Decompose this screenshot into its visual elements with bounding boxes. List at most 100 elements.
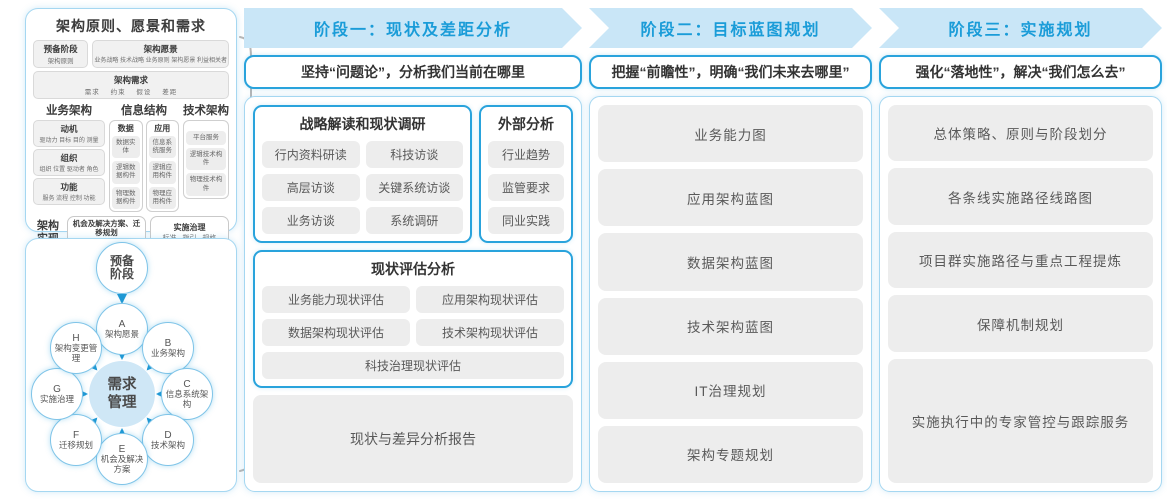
assessment-item: 业务能力现状评估	[262, 286, 410, 313]
prep-phase-title: 预备阶段	[43, 44, 78, 54]
deliverable-item: IT治理规划	[598, 361, 863, 419]
arch-requirement-title: 架构需求	[113, 75, 148, 85]
adm-node-a-vision: A 架构愿景	[96, 303, 148, 355]
adm-center-label: 需求管理	[107, 376, 137, 411]
external-analysis-box: 外部分析 行业趋势 监管要求 同业实践	[479, 105, 573, 243]
phase1-panel: 战略解读和现状调研 行内资料研读 科技访谈 高层访谈 关键系统访谈 业务访谈 系…	[244, 96, 582, 492]
external-item: 行业趋势	[488, 141, 564, 168]
adm-node-code: E	[118, 443, 126, 455]
deliverable-item-tall: 实施执行中的专家管控与跟踪服务	[888, 358, 1153, 483]
adm-node-label: 业务架构	[150, 347, 185, 358]
adm-node-preliminary-label: 预备阶段	[109, 253, 134, 281]
assessment-grid: 业务能力现状评估 应用架构现状评估 数据架构现状评估 技术架构现状评估 科技治理…	[262, 286, 564, 379]
organization-box: 组织 组织 位置 驱动者 角色	[33, 149, 105, 176]
adm-node-e-opportunities: E 机会及解决方案	[96, 433, 148, 485]
survey-item: 科技访谈	[365, 141, 463, 168]
arch-vision-box: 架构愿景 业务战略 技术战略 业务原则 架构愿景 利益相关者	[92, 40, 229, 68]
tech-item: 平台服务	[186, 131, 226, 146]
info-subcolumns: 数据 数据实体 逻辑数据构件 物理数据构件 应用 信息系统服务 逻辑应用构件 物…	[109, 120, 179, 212]
function-sub: 服务 流程 控制 功能	[42, 196, 96, 202]
tech-box: 平台服务 逻辑技术构件 物理技术构件	[183, 120, 229, 199]
deliverable-item: 各条线实施路径线路图	[888, 168, 1153, 225]
adm-node-code: H	[72, 332, 80, 344]
adm-node-code: B	[164, 337, 172, 349]
survey-item: 业务访谈	[262, 207, 360, 234]
strategy-survey-title: 战略解读和现状调研	[299, 116, 426, 132]
adm-cycle-diagram: 预备阶段 A 架构愿景 B 业务架构 C 信息系统架构 D 技术架构 E 机会及…	[26, 239, 236, 491]
data-subcolumn: 数据 数据实体 逻辑数据构件 物理数据构件	[109, 120, 143, 212]
organization-title: 组织	[60, 153, 78, 163]
prep-vision-row: 预备阶段 架构原则 架构愿景 业务战略 技术战略 业务原则 架构愿景 利益相关者	[33, 40, 229, 68]
tech-arch-header: 技术架构	[183, 105, 229, 117]
phases-section: 阶段一：现状及差距分析 坚持“问题论”，分析我们当前在哪里 战略解读和现状调研 …	[244, 8, 1162, 492]
motivation-title: 动机	[60, 124, 78, 134]
adm-node-label: 机会及解决方案	[100, 454, 144, 474]
business-arch-header: 业务架构	[46, 105, 92, 117]
phase2-panel: 业务能力图 应用架构蓝图 数据架构蓝图 技术架构蓝图 IT治理规划 架构专题规划	[589, 96, 872, 492]
info-structure-header: 信息结构	[121, 105, 167, 117]
organization-sub: 组织 位置 驱动者 角色	[39, 167, 99, 173]
motivation-box: 动机 驱动力 目标 目的 测量	[33, 120, 105, 147]
assessment-title: 现状评估分析	[371, 261, 455, 277]
business-arch-column: 业务架构 动机 驱动力 目标 目的 测量 组织 组织 位置 驱动者 角色 功能 …	[33, 102, 105, 212]
strategy-survey-grid: 行内资料研读 科技访谈 高层访谈 关键系统访谈 业务访谈 系统调研	[262, 141, 463, 234]
adm-node-d-technology: D 技术架构	[142, 414, 194, 466]
adm-node-code: D	[164, 429, 172, 441]
adm-cycle-panel: 预备阶段 A 架构愿景 B 业务架构 C 信息系统架构 D 技术架构 E 机会及…	[25, 238, 237, 492]
external-item: 监管要求	[488, 174, 564, 201]
tech-item: 物理技术构件	[186, 173, 226, 196]
adm-node-h-change: H 架构变更管理	[50, 322, 102, 374]
assessment-item: 技术架构现状评估	[416, 319, 564, 346]
function-box: 功能 服务 流程 控制 功能	[33, 178, 105, 205]
phase1-banner-arrow: 阶段一：现状及差距分析	[244, 8, 582, 48]
assessment-item: 应用架构现状评估	[416, 286, 564, 313]
data-item: 物理数据构件	[112, 186, 140, 209]
adm-center-requirements: 需求管理	[89, 361, 155, 427]
survey-item: 关键系统访谈	[365, 174, 463, 201]
arch-vision-sub: 业务战略 技术战略 业务原则 架构愿景 利益相关者	[94, 58, 227, 64]
adm-node-label: 实施治理	[39, 393, 74, 404]
adm-node-label: 架构愿景	[104, 328, 139, 339]
assessment-box: 现状评估分析 业务能力现状评估 应用架构现状评估 数据架构现状评估 技术架构现状…	[253, 250, 573, 388]
app-item: 逻辑应用构件	[148, 161, 176, 184]
arch-principles-panel: 架构原则、愿景和需求 预备阶段 架构原则 架构愿景 业务战略 技术战略 业务原则…	[25, 8, 237, 251]
tech-arch-column: 技术架构 平台服务 逻辑技术构件 物理技术构件	[183, 102, 229, 212]
impl-governance-title: 实施治理	[173, 223, 206, 233]
adm-node-c-infosystem: C 信息系统架构	[161, 368, 213, 420]
arch-panel-title: 架构原则、愿景和需求	[56, 18, 206, 34]
arch-requirement-box: 架构需求 需求 约束 假设 差距	[33, 71, 229, 99]
prep-phase-sub: 架构原则	[47, 58, 74, 65]
deliverable-item: 项目群实施路径与重点工程提炼	[888, 231, 1153, 289]
architecture-columns: 业务架构 动机 驱动力 目标 目的 测量 组织 组织 位置 驱动者 角色 功能 …	[33, 102, 229, 212]
adm-node-b-business: B 业务架构	[142, 322, 194, 374]
app-header: 应用	[154, 124, 171, 133]
info-structure-column: 信息结构 数据 数据实体 逻辑数据构件 物理数据构件 应用 信息系统服务 逻辑应…	[109, 102, 179, 212]
phase3-panel: 总体策略、原则与阶段划分 各条线实施路径线路图 项目群实施路径与重点工程提炼 保…	[879, 96, 1162, 492]
app-item: 物理应用构件	[148, 186, 176, 209]
survey-item: 系统调研	[365, 207, 463, 234]
survey-item: 高层访谈	[262, 174, 360, 201]
adm-node-code: G	[53, 383, 61, 395]
deliverable-item: 数据架构蓝图	[598, 233, 863, 291]
phase2-subtitle-box: 把握“前瞻性”，明确“我们未来去哪里”	[589, 55, 872, 89]
phase2-banner-arrow: 阶段二：目标蓝图规划	[589, 8, 872, 48]
adm-node-code: F	[72, 429, 80, 441]
survey-item: 行内资料研读	[262, 141, 360, 168]
opportunity-migration-title: 机会及解决方案、迁移规划	[72, 218, 141, 238]
phase3-banner-arrow: 阶段三：实施规划	[879, 8, 1162, 48]
phase3-deliverables: 总体策略、原则与阶段划分 各条线实施路径线路图 项目群实施路径与重点工程提炼 保…	[888, 105, 1153, 483]
tech-item: 逻辑技术构件	[186, 148, 226, 171]
phase1-top-row: 战略解读和现状调研 行内资料研读 科技访谈 高层访谈 关键系统访谈 业务访谈 系…	[253, 105, 573, 243]
adm-node-preliminary: 预备阶段	[96, 242, 148, 294]
motivation-sub: 驱动力 目标 目的 测量	[39, 138, 99, 144]
phase2-deliverables: 业务能力图 应用架构蓝图 数据架构蓝图 技术架构蓝图 IT治理规划 架构专题规划	[598, 105, 863, 484]
phase1-subtitle-box: 坚持“问题论”，分析我们当前在哪里	[244, 55, 582, 89]
data-item: 逻辑数据构件	[112, 161, 140, 184]
adm-node-g-governance: G 实施治理	[31, 368, 83, 420]
deliverable-item: 应用架构蓝图	[598, 169, 863, 227]
external-item: 同业实践	[488, 207, 564, 234]
app-subcolumn: 应用 信息系统服务 逻辑应用构件 物理应用构件	[145, 120, 179, 212]
data-item: 数据实体	[112, 136, 140, 159]
gap-analysis-report-box: 现状与差异分析报告	[253, 395, 573, 483]
